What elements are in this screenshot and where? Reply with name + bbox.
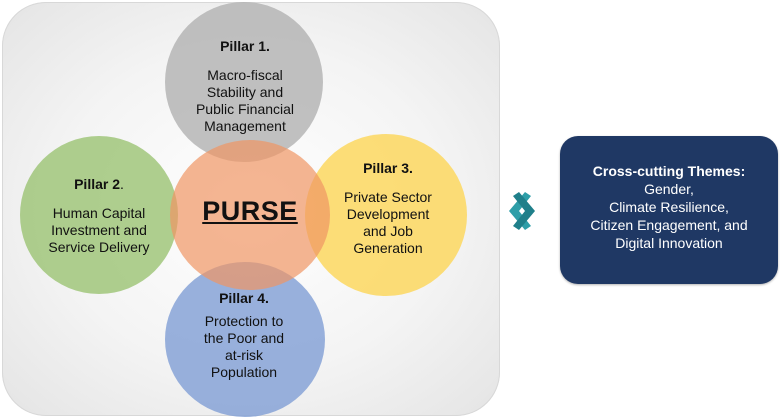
- theme-line: Gender,: [644, 181, 694, 197]
- pillar-3-line: Development: [346, 206, 430, 222]
- pillar-1-line: Public Financial: [195, 101, 295, 117]
- pillar-3-title: Pillar 3.: [363, 160, 413, 176]
- pillar-1-line: Management: [204, 118, 286, 134]
- pillar-3-line: Private Sector: [344, 189, 432, 205]
- pillar-3-line: and Job: [363, 223, 413, 239]
- pillar-4-line: the Poor and: [203, 330, 285, 346]
- pillar-2-title: Pillar 2: [74, 176, 121, 192]
- purse-label: PURSE: [202, 196, 298, 226]
- pillar-2-line: Investment and: [51, 222, 147, 238]
- pillar-4-line: at-risk: [224, 347, 264, 363]
- double-chevron-icon: [509, 192, 535, 230]
- pillar-4-line: Population: [210, 364, 278, 380]
- pillar-2-text: Pillar 2. Human Capital Investment and S…: [22, 176, 176, 256]
- theme-line: Digital Innovation: [615, 235, 723, 251]
- pillar-2-line: Service Delivery: [48, 239, 150, 255]
- pillar-2-line: Human Capital: [52, 205, 146, 221]
- theme-line: Citizen Engagement, and: [590, 217, 748, 233]
- pillar-3-text: Pillar 3. Private Sector Development and…: [320, 160, 456, 257]
- pillar-1-line: Macro-fiscal: [207, 67, 283, 83]
- cross-cutting-themes-box: Cross-cutting Themes: Gender, Climate Re…: [560, 136, 778, 284]
- pillar-3-circle: [305, 134, 467, 296]
- pillar-4-title: Pillar 4.: [219, 290, 269, 306]
- pillar-1-line: Stability and: [206, 84, 284, 100]
- purse-center-circle: [170, 140, 330, 290]
- pillar-2-circle: [20, 136, 178, 294]
- pillar-4-text: Pillar 4. Protection to the Poor and at-…: [168, 290, 320, 381]
- pillar-1-circle: [165, 2, 323, 162]
- themes-title: Cross-cutting Themes:: [592, 163, 746, 179]
- pillar-1-text: Pillar 1. Macro-fiscal Stability and Pub…: [170, 38, 320, 135]
- theme-line: Climate Resilience,: [609, 199, 729, 215]
- pillar-4-line: Protection to: [204, 313, 284, 329]
- pillar-3-line: Generation: [353, 240, 423, 256]
- pillar-1-title: Pillar 1.: [220, 38, 270, 54]
- pillar-2-title-suffix: .: [120, 176, 124, 192]
